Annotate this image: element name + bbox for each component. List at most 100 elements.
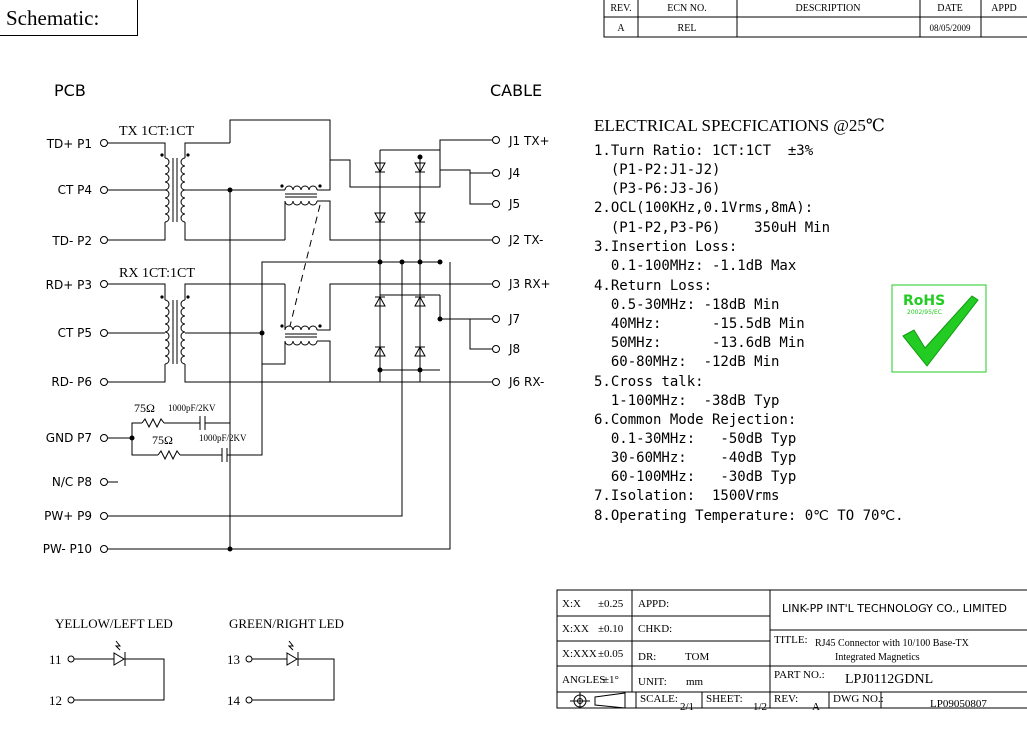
led-circuits	[67, 640, 335, 704]
description-header: DESCRIPTION	[795, 3, 860, 14]
spec-line: 1.Turn Ratio: 1CT:1CT ±3%	[594, 143, 814, 159]
specs-heading: ELECTRICAL SPECFICATIONS @25℃	[594, 116, 885, 135]
pin-label-pw-plus: PW+ P9	[44, 509, 92, 523]
spec-line: 8.Operating Temperature: 0℃ TO 70℃.	[594, 508, 904, 524]
pcb-label: PCB	[54, 81, 86, 100]
spec-line: 0.5-30MHz: -18dB Min	[594, 297, 779, 313]
dwg-no-value: LP09050807	[930, 698, 987, 710]
resistor-1-label: 75Ω	[134, 401, 155, 415]
spec-line: (P3-P6:J3-J6)	[594, 181, 720, 197]
spec-line: 0.1-100MHz: -1.1dB Max	[594, 258, 796, 274]
drawn-by-label: DR:	[638, 651, 656, 663]
sheet-label: SHEET:	[706, 693, 743, 705]
pin-label-ct-p4: CT P4	[58, 183, 92, 197]
sheet-value: 1/2	[753, 701, 767, 713]
spec-line: (P1-P2,P3-P6) 350uH Min	[594, 220, 830, 236]
pin-label-rd-plus: RD+ P3	[46, 278, 92, 292]
scale-value: 2/1	[680, 701, 694, 713]
bridge-diodes	[374, 162, 426, 357]
spec-line: 4.Return Loss:	[594, 278, 712, 294]
tx-transformer-label: TX 1CT:1CT	[119, 124, 195, 139]
part-no-label: PART NO.:	[774, 669, 825, 681]
pin-label-j1: J1 TX+	[508, 134, 550, 148]
led-pin-12: 12	[49, 693, 62, 708]
spec-line: 1-100MHz: -38dB Typ	[594, 393, 779, 409]
cable-label: CABLE	[490, 81, 542, 100]
spec-line: 60-80MHz: -12dB Min	[594, 354, 779, 370]
unit-label: UNIT:	[638, 676, 667, 688]
part-no-value: LPJ0112GDNL	[845, 672, 933, 687]
projection-symbol-icon	[570, 692, 626, 709]
led-pin-11: 11	[49, 652, 62, 667]
ecn-value: REL	[678, 23, 697, 34]
pin-label-j7: J7	[508, 312, 520, 326]
rx-transformer-label: RX 1CT:1CT	[119, 266, 195, 281]
tol-angles-value: ±1°	[603, 674, 619, 686]
rev-value: A	[617, 23, 625, 34]
ecn-header: ECN NO.	[667, 3, 706, 14]
led-pin-14: 14	[227, 693, 241, 708]
tol-x-label: X:X	[562, 598, 581, 610]
title-label: TITLE:	[774, 634, 808, 646]
spec-line: 0.1-30MHz: -50dB Typ	[594, 431, 796, 447]
pin-label-j2: J2 TX-	[508, 233, 543, 247]
spec-line: 6.Common Mode Rejection:	[594, 412, 796, 428]
tol-x-value: ±0.25	[598, 598, 624, 610]
resistor-2-label: 75Ω	[152, 433, 173, 447]
dwg-no-label: DWG NO.:	[833, 693, 884, 705]
title-line-1: RJ45 Connector with 10/100 Base-TX	[815, 638, 970, 649]
rohs-subtitle: 2002/95/EC	[907, 309, 942, 316]
tol-xx-value: ±0.10	[598, 623, 624, 635]
spec-line: 7.Isolation: 1500Vrms	[594, 488, 779, 504]
junction-dots	[129, 153, 443, 552]
appd-label: APPD:	[638, 598, 669, 610]
pin-label-ct-p5: CT P5	[58, 326, 92, 340]
spec-line: 3.Insertion Loss:	[594, 239, 737, 255]
rohs-title: RoHS	[903, 293, 945, 309]
pin-label-rd-minus: RD- P6	[51, 375, 92, 389]
yellow-led-title: YELLOW/LEFT LED	[55, 616, 173, 631]
tol-angles-label: ANGLES	[562, 674, 605, 686]
pin-label-td-plus: TD+ P1	[46, 137, 92, 151]
tol-xxx-label: X:XXX	[562, 648, 597, 660]
revision-table	[603, 0, 1027, 38]
title-line-2: Integrated Magnetics	[835, 652, 920, 663]
pin-label-td-minus: TD- P2	[51, 234, 92, 248]
page-title: Schematic:	[0, 0, 138, 36]
pin-label-pw-minus: PW- P10	[43, 542, 92, 556]
specifications: ELECTRICAL SPECFICATIONS @25℃ 1.Turn Rat…	[594, 116, 904, 524]
chkd-label: CHKD:	[638, 623, 672, 635]
date-header: DATE	[937, 3, 963, 14]
rev-header: REV.	[610, 3, 631, 14]
pin-label-j3: J3 RX+	[508, 277, 551, 291]
appd-header: APPD	[991, 3, 1017, 14]
pin-label-j6: J6 RX-	[508, 375, 544, 389]
date-value: 08/05/2009	[929, 23, 971, 33]
spec-line: 40MHz: -15.5dB Min	[594, 316, 805, 332]
pin-label-j8: J8	[508, 342, 520, 356]
rev-label: REV:	[774, 693, 798, 705]
tol-xxx-value: ±0.05	[598, 648, 624, 660]
drawn-by-value: TOM	[685, 651, 709, 663]
pin-label-j4: J4	[508, 166, 520, 180]
led-pin-13: 13	[227, 652, 240, 667]
title-block-grid	[556, 589, 1027, 709]
tol-xx-label: X:XX	[562, 623, 589, 635]
green-led-title: GREEN/RIGHT LED	[229, 616, 344, 631]
capacitor-2-label: 1000pF/2KV	[199, 433, 247, 443]
rohs-badge: RoHS 2002/95/EC	[891, 284, 987, 373]
spec-line: 2.OCL(100KHz,0.1Vrms,8mA):	[594, 200, 813, 216]
spec-line: 30-60MHz: -40dB Typ	[594, 450, 796, 466]
company-name: LINK-PP INT'L TECHNOLOGY CO., LIMITED	[782, 602, 1007, 615]
spec-line: (P1-P2:J1-J2)	[594, 162, 720, 178]
schematic-wiring	[100, 119, 500, 553]
pin-label-gnd: GND P7	[46, 431, 92, 445]
capacitor-1-label: 1000pF/2KV	[168, 403, 216, 413]
rev-block-value: A	[812, 701, 820, 713]
spec-line: 50MHz: -13.6dB Min	[594, 335, 805, 351]
scale-label: SCALE:	[640, 693, 678, 705]
spec-line: 60-100MHz: -30dB Typ	[594, 469, 796, 485]
pin-label-nc: N/C P8	[52, 475, 92, 489]
spec-line: 5.Cross talk:	[594, 374, 704, 390]
